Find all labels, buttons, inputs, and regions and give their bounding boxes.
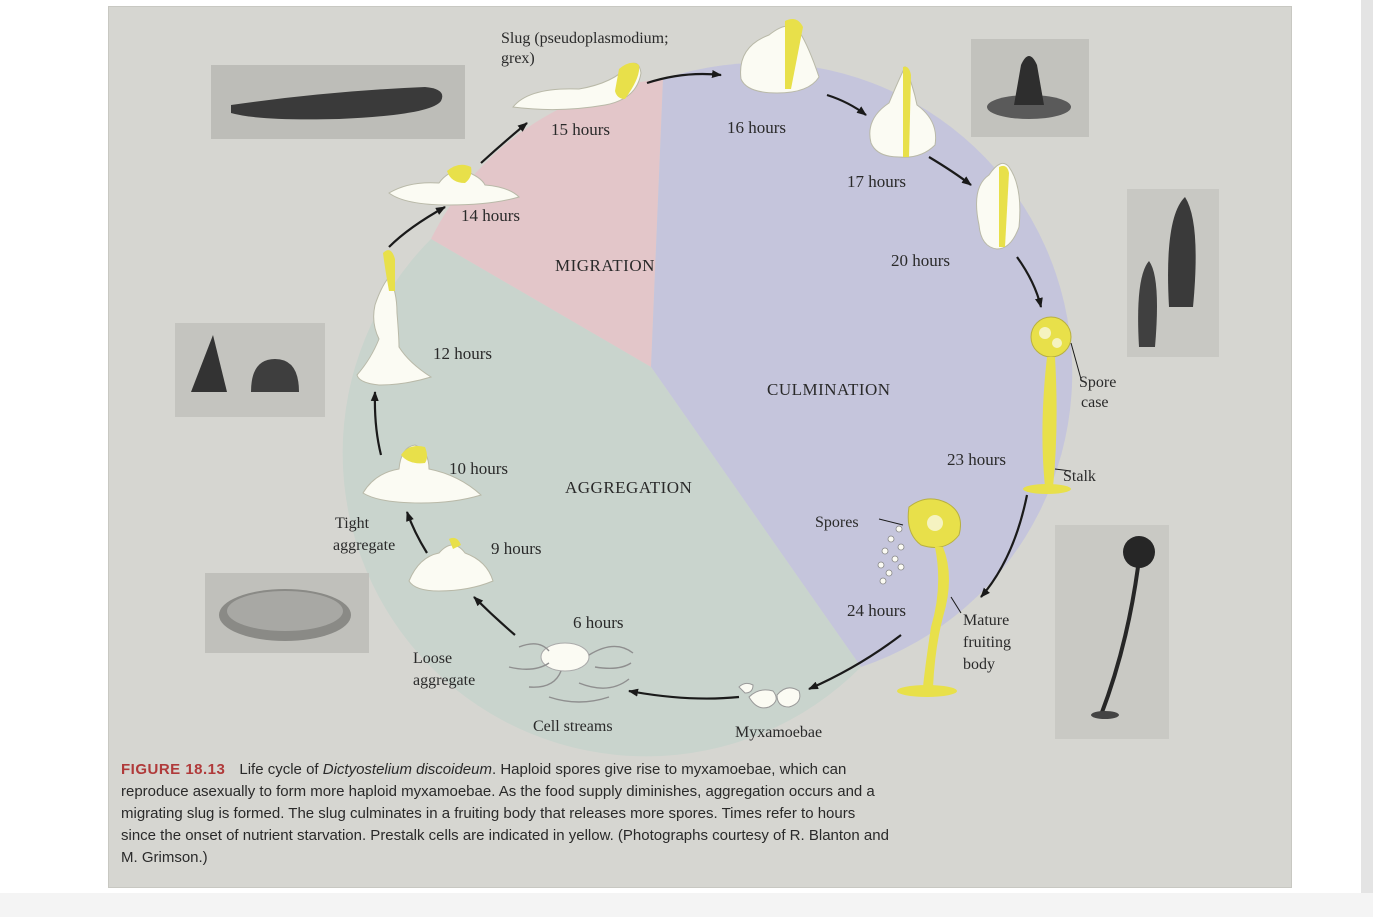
phase-label-culmination: CULMINATION bbox=[767, 380, 891, 399]
figure-caption: FIGURE 18.13 Life cycle of Dictyostelium … bbox=[121, 759, 891, 869]
mature-label-line1: Mature bbox=[963, 612, 1009, 629]
slug-label-line1: Slug (pseudoplasmodium; bbox=[501, 30, 669, 47]
mound-photo bbox=[175, 323, 325, 417]
mature-label-line2: fruiting bbox=[963, 634, 1011, 651]
time-label-9h: 9 hours bbox=[491, 539, 542, 558]
time-label-10h: 10 hours bbox=[449, 459, 508, 478]
time-label-20h: 20 hours bbox=[891, 251, 950, 270]
mature-label-line3: body bbox=[963, 656, 995, 673]
loose-aggregate-label-line1: Loose bbox=[413, 650, 452, 667]
time-label-6h: 6 hours bbox=[573, 613, 624, 632]
time-label-24h: 24 hours bbox=[847, 601, 906, 620]
figure-number: FIGURE 18.13 bbox=[121, 761, 225, 778]
time-label-15h: 15 hours bbox=[551, 120, 610, 139]
time-label-12h: 12 hours bbox=[433, 344, 492, 363]
mature-fruiting-photo bbox=[1055, 525, 1169, 739]
myxamoebae-label: Myxamoebae bbox=[735, 724, 822, 741]
page-edge bbox=[1361, 0, 1373, 917]
cell-streams-label: Cell streams bbox=[533, 718, 613, 735]
tight-aggregate-label-line1: Tight bbox=[335, 515, 370, 532]
spore-case-label-line1: Spore bbox=[1079, 374, 1116, 391]
fruiting-early-photo bbox=[1127, 189, 1219, 357]
tight-aggregate-label-line2: aggregate bbox=[333, 537, 395, 554]
slug-photo bbox=[211, 65, 465, 139]
spores-label: Spores bbox=[815, 514, 859, 531]
next-page-strip bbox=[0, 893, 1373, 917]
phase-label-migration: MIGRATION bbox=[555, 256, 655, 275]
caption-text-pre: Life cycle of bbox=[239, 761, 322, 778]
organism-name: Dictyostelium discoideum bbox=[323, 761, 492, 778]
time-label-23h: 23 hours bbox=[947, 450, 1006, 469]
spore-case-label-line2: case bbox=[1081, 394, 1109, 411]
time-label-16h: 16 hours bbox=[727, 118, 786, 137]
aggregate-photo bbox=[205, 573, 369, 653]
time-label-14h: 14 hours bbox=[461, 206, 520, 225]
loose-aggregate-label-line2: aggregate bbox=[413, 672, 475, 689]
time-label-17h: 17 hours bbox=[847, 172, 906, 191]
life-cycle-diagram: MIGRATION CULMINATION AGGREGATION 6 hour… bbox=[109, 7, 1291, 887]
slug-label-line2: grex) bbox=[501, 50, 535, 67]
culminant-photo bbox=[971, 39, 1089, 137]
phase-label-aggregation: AGGREGATION bbox=[565, 478, 692, 497]
stage-16h bbox=[741, 19, 819, 93]
stalk-label: Stalk bbox=[1063, 468, 1096, 485]
figure-panel: MIGRATION CULMINATION AGGREGATION 6 hour… bbox=[108, 6, 1292, 888]
caption-text-post: . Haploid spores give rise to myxamoebae… bbox=[121, 761, 889, 866]
